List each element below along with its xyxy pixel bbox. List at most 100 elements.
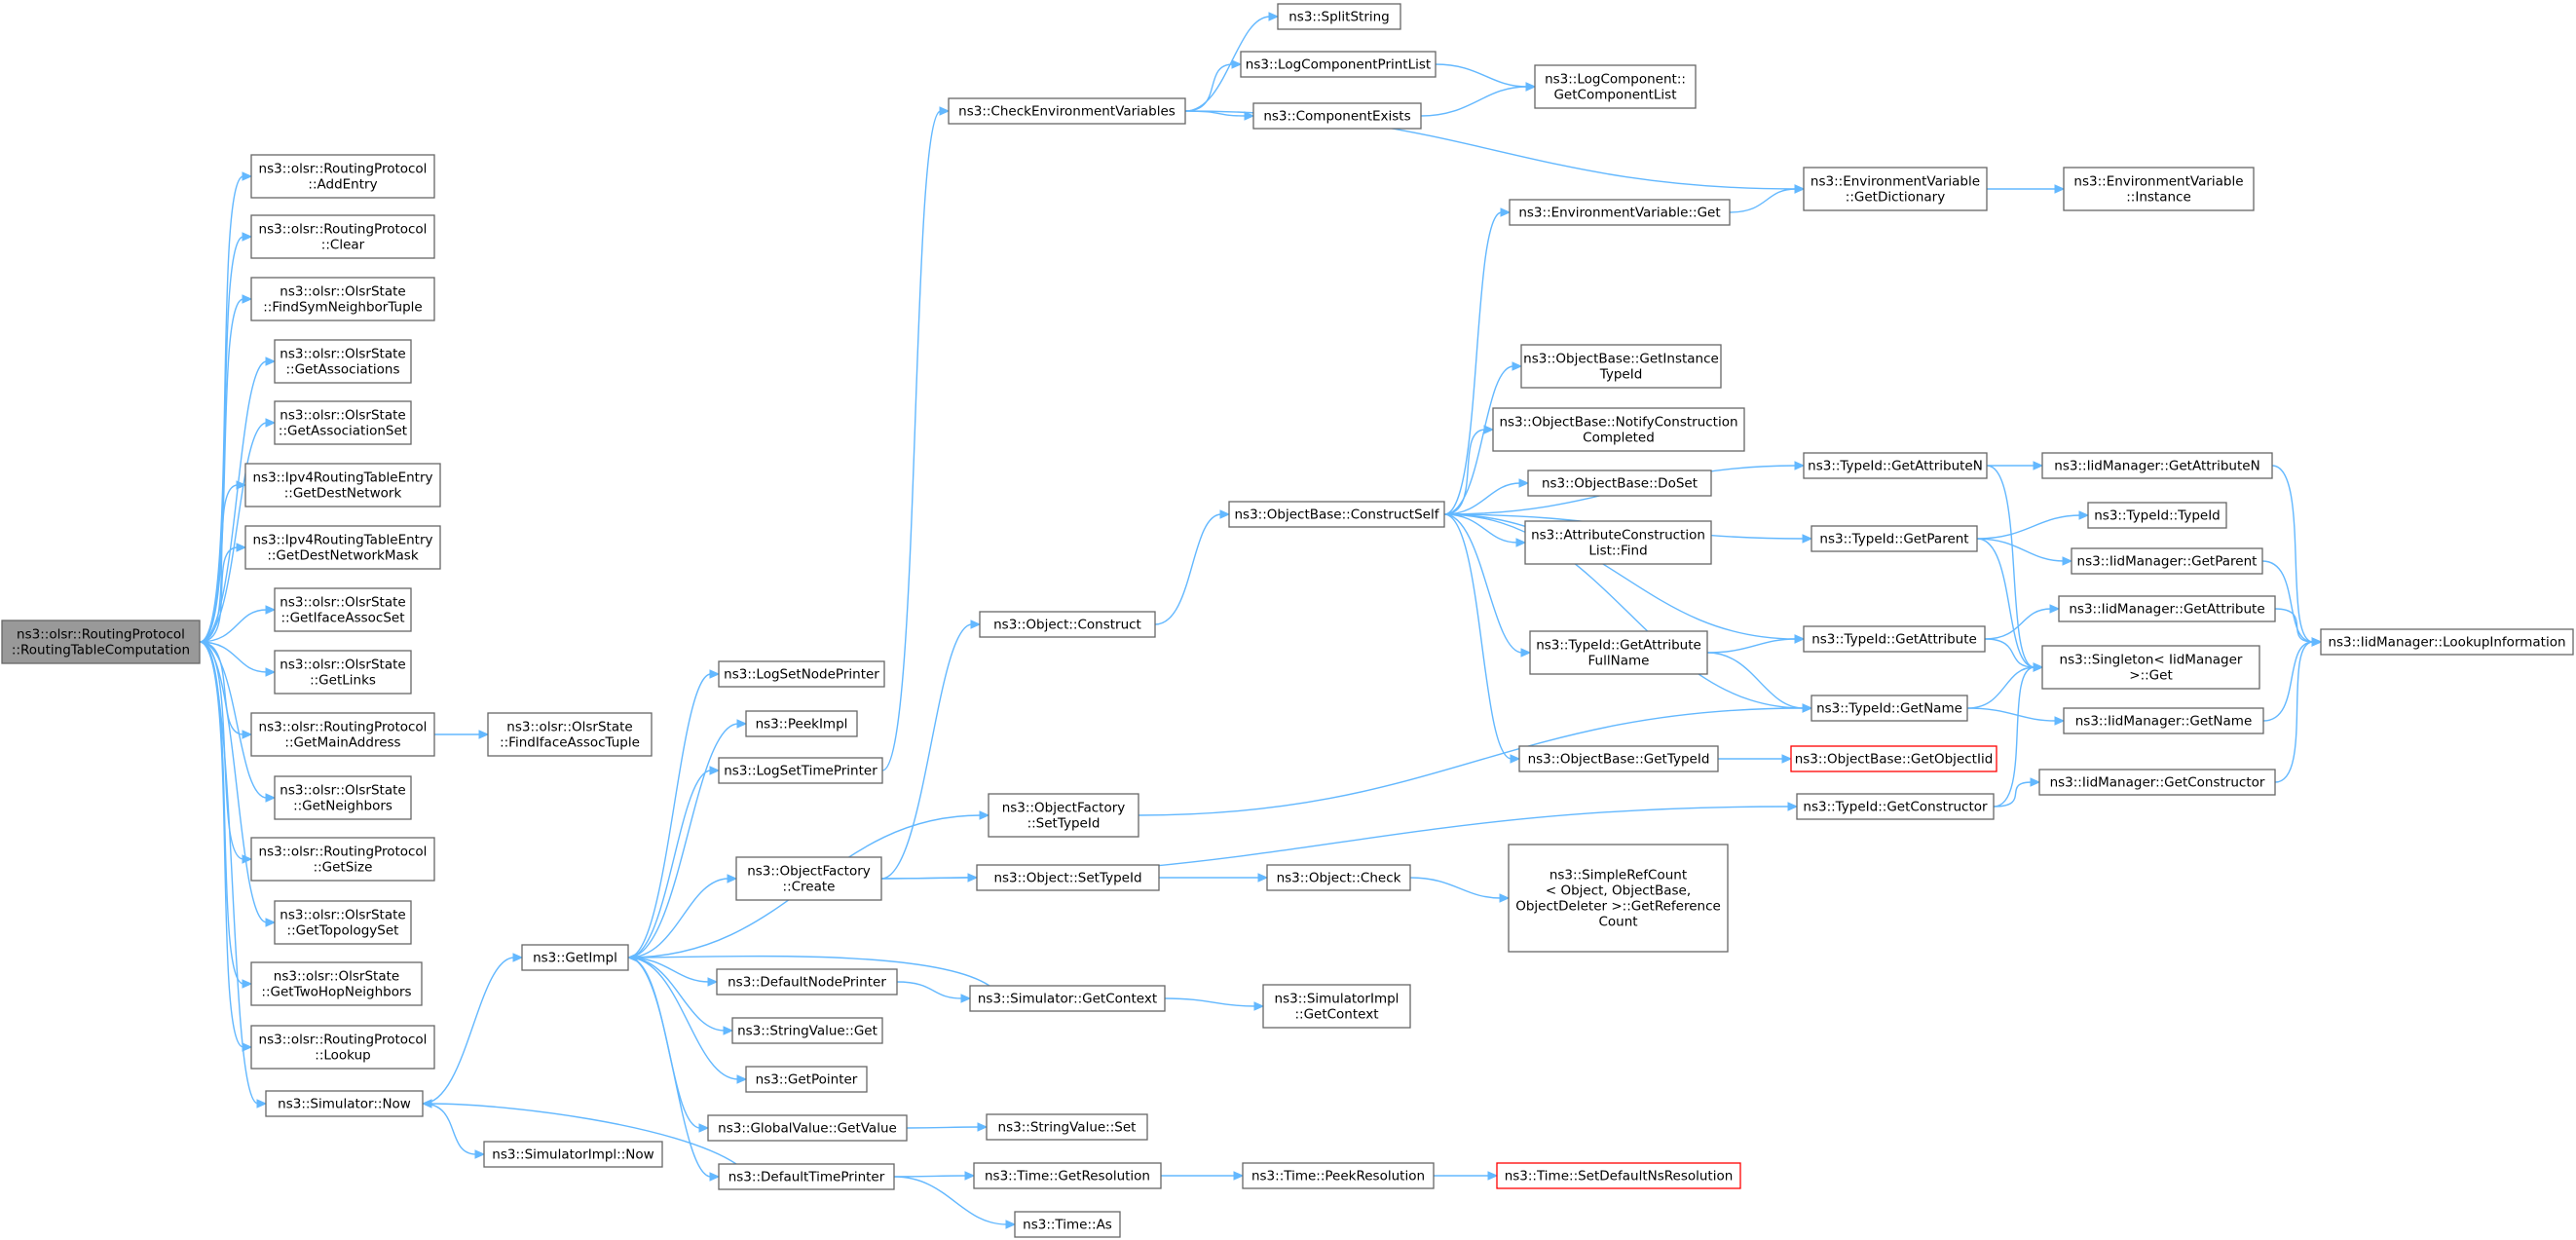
graph-node-envVarInstance[interactable]: ns3::EnvironmentVariable::Instance	[2063, 167, 2255, 211]
graph-node-clear[interactable]: ns3::olsr::RoutingProtocol::Clear	[250, 214, 435, 259]
graph-node-notifyConstructionCompleted[interactable]: ns3::ObjectBase::NotifyConstructionCompl…	[1492, 407, 1745, 452]
graph-node-root[interactable]: ns3::olsr::RoutingProtocol::RoutingTable…	[1, 620, 201, 664]
graph-edge	[880, 623, 973, 880]
graph-node-splitString[interactable]: ns3::SplitString	[1277, 3, 1401, 30]
node-label-line: ns3::IidManager::GetParent	[2077, 554, 2258, 570]
graph-node-envVarGetDictionary[interactable]: ns3::EnvironmentVariable::GetDictionary	[1803, 167, 1988, 211]
node-box	[265, 1090, 424, 1117]
graph-node-iidLookupInformation[interactable]: ns3::IidManager::LookupInformation	[2320, 628, 2574, 656]
node-label-line: ::GetLinks	[310, 673, 376, 689]
graph-node-getSize[interactable]: ns3::olsr::RoutingProtocol::GetSize	[250, 837, 435, 882]
graph-node-addEntry[interactable]: ns3::olsr::RoutingProtocol::AddEntry	[250, 154, 435, 199]
graph-node-timeGetResolution[interactable]: ns3::Time::GetResolution	[973, 1162, 1162, 1189]
graph-node-simpleRefCountGetReferenceCount[interactable]: ns3::SimpleRefCount< Object, ObjectBase,…	[1508, 844, 1729, 953]
graph-node-getLinks[interactable]: ns3::olsr::OlsrState::GetLinks	[274, 650, 412, 695]
graph-node-objectSetTypeId[interactable]: ns3::Object::SetTypeId	[976, 864, 1160, 891]
graph-node-logComponentPrintList[interactable]: ns3::LogComponentPrintList	[1240, 51, 1437, 78]
graph-node-objectFactoryCreate[interactable]: ns3::ObjectFactory::Create	[735, 856, 882, 901]
graph-node-getImpl[interactable]: ns3::GetImpl	[521, 944, 629, 971]
graph-node-simulatorImplNow[interactable]: ns3::SimulatorImpl::Now	[483, 1141, 663, 1168]
graph-node-getAssociations[interactable]: ns3::olsr::OlsrState::GetAssociations	[274, 339, 412, 384]
graph-node-getTwoHopNeighbors[interactable]: ns3::olsr::OlsrState::GetTwoHopNeighbors	[250, 961, 423, 1006]
node-box	[1529, 630, 1708, 675]
node-label-line: ::AddEntry	[308, 177, 377, 193]
graph-node-defaultTimePrinter[interactable]: ns3::DefaultTimePrinter	[718, 1163, 895, 1190]
graph-edge	[627, 673, 712, 958]
node-box	[487, 712, 653, 757]
graph-node-typeIdGetName[interactable]: ns3::TypeId::GetName	[1811, 695, 1968, 722]
graph-node-getObjectIid[interactable]: ns3::ObjectBase::GetObjectIid	[1790, 745, 1997, 772]
graph-node-getNeighbors[interactable]: ns3::olsr::OlsrState::GetNeighbors	[274, 775, 412, 820]
node-label-line: ns3::DefaultNodePrinter	[728, 975, 886, 991]
graph-node-iidGetAttributeN[interactable]: ns3::IidManager::GetAttributeN	[2041, 452, 2273, 479]
graph-node-timePeekResolution[interactable]: ns3::Time::PeekResolution	[1242, 1162, 1435, 1189]
graph-node-logComponentGetComponentList[interactable]: ns3::LogComponent::GetComponentList	[1534, 64, 1697, 109]
graph-node-objectConstruct[interactable]: ns3::Object::Construct	[979, 611, 1156, 638]
graph-node-globalValueGetValue[interactable]: ns3::GlobalValue::GetValue	[707, 1114, 908, 1142]
node-box	[521, 944, 629, 971]
graph-node-typeIdTypeId[interactable]: ns3::TypeId::TypeId	[2087, 502, 2227, 529]
graph-node-envVarGet[interactable]: ns3::EnvironmentVariable::Get	[1509, 199, 1731, 226]
edge-arrowhead	[964, 1171, 976, 1181]
node-box	[745, 1066, 868, 1093]
graph-node-defaultNodePrinter[interactable]: ns3::DefaultNodePrinter	[716, 968, 898, 996]
graph-node-getPointer[interactable]: ns3::GetPointer	[745, 1066, 868, 1093]
graph-node-componentExists[interactable]: ns3::ComponentExists	[1252, 102, 1422, 130]
node-box	[1508, 844, 1729, 953]
graph-node-logSetTimePrinter[interactable]: ns3::LogSetTimePrinter	[718, 757, 883, 784]
graph-node-stringValueGet[interactable]: ns3::StringValue::Get	[731, 1017, 883, 1044]
graph-edge	[1729, 188, 1797, 213]
graph-node-objectBaseGetTypeId[interactable]: ns3::ObjectBase::GetTypeId	[1518, 745, 1719, 772]
graph-node-typeIdGetConstructor[interactable]: ns3::TypeId::GetConstructor	[1796, 793, 1995, 820]
node-label-line: ::GetDictionary	[1846, 190, 1945, 206]
edge-arrowhead	[1525, 82, 1537, 92]
graph-node-stringValueSet[interactable]: ns3::StringValue::Set	[986, 1113, 1148, 1141]
graph-node-simulatorNow[interactable]: ns3::Simulator::Now	[265, 1090, 424, 1117]
graph-node-iidGetName[interactable]: ns3::IidManager::GetName	[2063, 707, 2264, 734]
edge-arrowhead	[2030, 777, 2041, 787]
graph-node-typeIdGetParent[interactable]: ns3::TypeId::GetParent	[1811, 525, 1978, 552]
graph-node-doSet[interactable]: ns3::ObjectBase::DoSet	[1527, 470, 1712, 497]
node-label-line: ns3::TypeId::GetName	[1816, 701, 1962, 717]
graph-node-typeIdGetAttribute[interactable]: ns3::TypeId::GetAttribute	[1803, 625, 1986, 653]
graph-node-constructSelf[interactable]: ns3::ObjectBase::ConstructSelf	[1228, 501, 1445, 528]
edge-arrowhead	[1483, 425, 1495, 434]
node-box	[731, 1017, 883, 1044]
graph-node-objectCheck[interactable]: ns3::Object::Check	[1266, 864, 1411, 891]
node-label-line: ns3::GetPointer	[756, 1072, 858, 1088]
graph-node-typeIdGetAttributeN[interactable]: ns3::TypeId::GetAttributeN	[1803, 452, 1988, 479]
graph-node-checkEnvVars[interactable]: ns3::CheckEnvironmentVariables	[948, 97, 1186, 125]
graph-node-peekImpl[interactable]: ns3::PeekImpl	[745, 710, 858, 737]
node-box	[250, 154, 435, 199]
graph-node-singletonGet[interactable]: ns3::Singleton< IidManager>::Get	[2041, 645, 2260, 690]
graph-node-getAssociationSet[interactable]: ns3::olsr::OlsrState::GetAssociationSet	[274, 400, 412, 445]
graph-node-objectFactorySetTypeId[interactable]: ns3::ObjectFactory::SetTypeId	[988, 793, 1139, 838]
node-label-line: ::GetSize	[314, 860, 373, 876]
graph-node-timeAs[interactable]: ns3::Time::As	[1014, 1211, 1121, 1238]
graph-node-getMainAddress[interactable]: ns3::olsr::RoutingProtocol::GetMainAddre…	[250, 712, 435, 757]
graph-node-getIfaceAssocSet[interactable]: ns3::olsr::OlsrState::GetIfaceAssocSet	[274, 587, 412, 632]
graph-node-simulatorImplGetContext[interactable]: ns3::SimulatorImpl::GetContext	[1262, 984, 1411, 1029]
graph-node-simulatorGetContext[interactable]: ns3::Simulator::GetContext	[969, 985, 1166, 1012]
graph-node-findSymNeighborTuple[interactable]: ns3::olsr::OlsrState::FindSymNeighborTup…	[250, 277, 435, 321]
node-box	[274, 339, 412, 384]
graph-edge	[896, 981, 963, 999]
graph-node-iidGetParent[interactable]: ns3::IidManager::GetParent	[2071, 547, 2263, 575]
node-label-line: ns3::ComponentExists	[1263, 109, 1410, 125]
graph-node-getDestNetwork[interactable]: ns3::Ipv4RoutingTableEntry::GetDestNetwo…	[244, 463, 441, 507]
node-box	[2063, 707, 2264, 734]
graph-node-getTopologySet[interactable]: ns3::olsr::OlsrState::GetTopologySet	[274, 900, 412, 945]
node-label-line: ns3::SplitString	[1288, 10, 1390, 25]
graph-node-findIfaceAssocTuple[interactable]: ns3::olsr::OlsrState::FindIfaceAssocTupl…	[487, 712, 653, 757]
graph-node-lookup[interactable]: ns3::olsr::RoutingProtocol::Lookup	[250, 1025, 435, 1070]
graph-edge	[893, 1176, 1008, 1225]
graph-node-setDefaultNsResolution[interactable]: ns3::Time::SetDefaultNsResolution	[1496, 1162, 1741, 1189]
graph-edge	[422, 957, 515, 1105]
graph-node-iidGetAttribute[interactable]: ns3::IidManager::GetAttribute	[2058, 595, 2276, 622]
graph-node-getDestNetworkMask[interactable]: ns3::Ipv4RoutingTableEntry::GetDestNetwo…	[244, 525, 441, 570]
graph-node-iidGetConstructor[interactable]: ns3::IidManager::GetConstructor	[2038, 769, 2276, 796]
graph-node-logSetNodePrinter[interactable]: ns3::LogSetNodePrinter	[718, 660, 885, 688]
